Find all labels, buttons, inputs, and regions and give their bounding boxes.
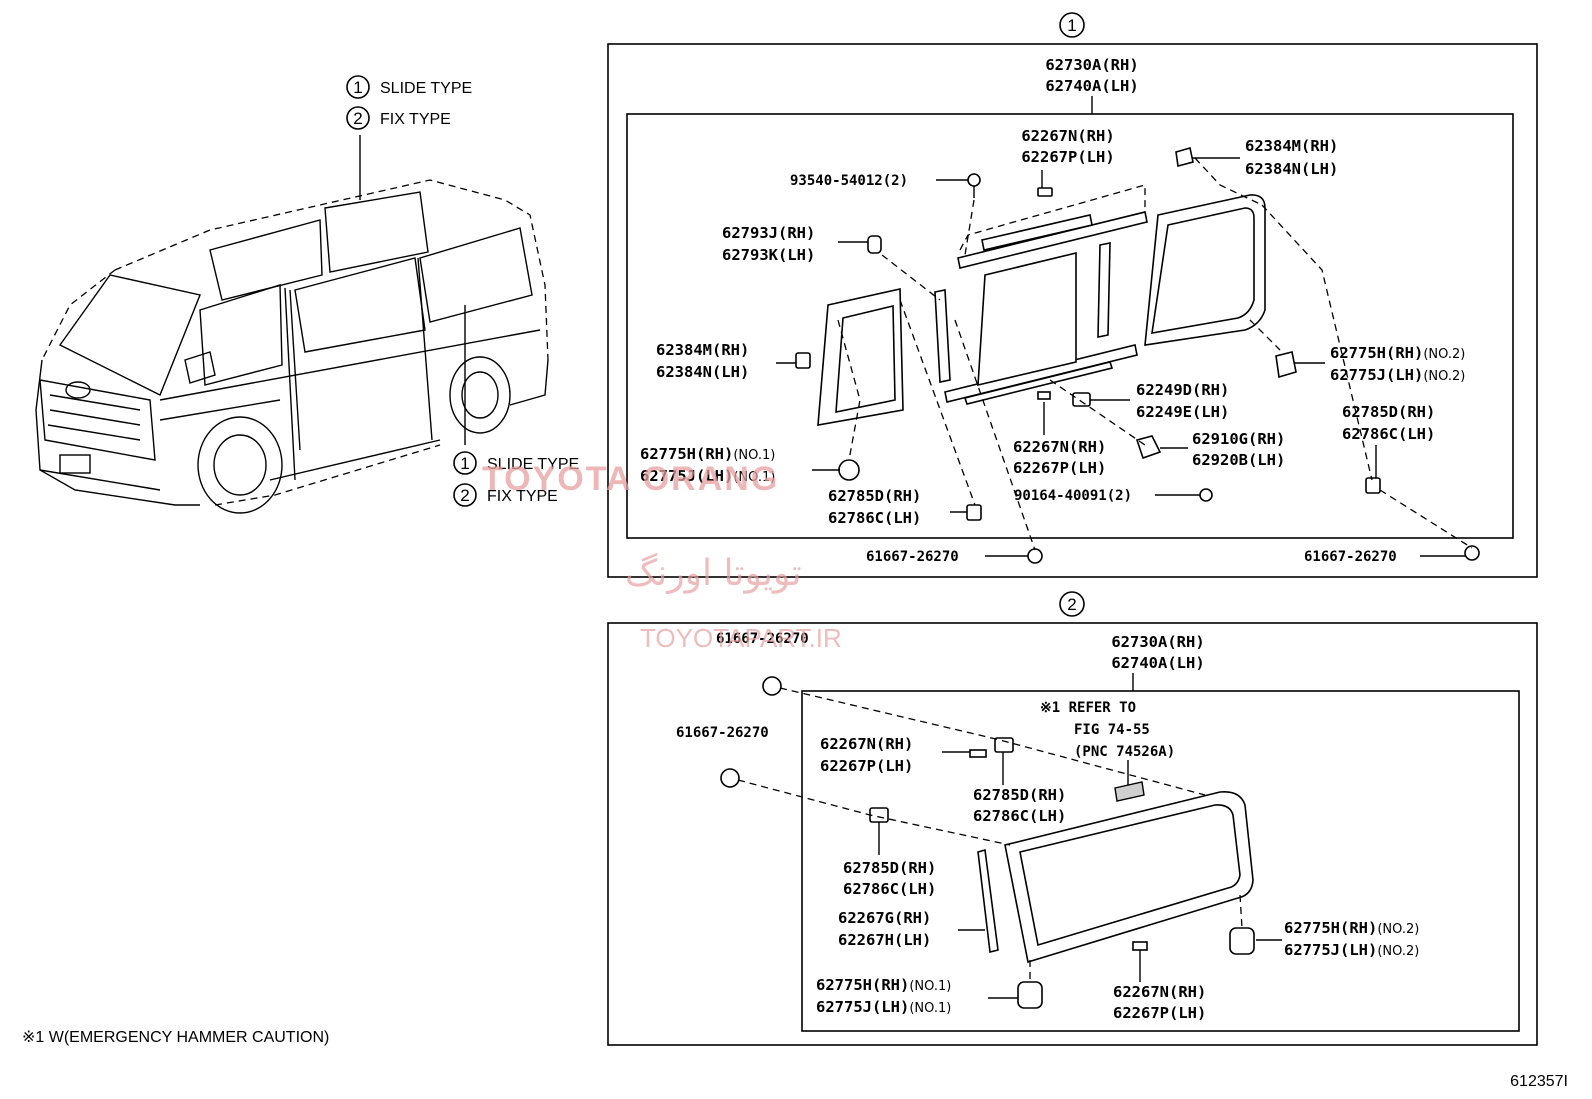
s1-part-62775j-lh-no1: 62775J(LH)(NO.1) xyxy=(640,467,775,485)
footnote: ※1 W(EMERGENCY HAMMER CAUTION) xyxy=(22,1029,329,1046)
section-2-outer-frame xyxy=(607,622,1538,1046)
s2-part-62775j-lh-no2-pn: 62775J(LH) xyxy=(1284,941,1377,959)
section-1-number: 1 xyxy=(1067,16,1076,35)
s2-part-62775j-lh-no1-pn: 62775J(LH) xyxy=(816,998,909,1016)
s2-part-62786c-lh-a: 62786C(LH) xyxy=(973,807,1066,825)
section-1: 1 62730A(RH) 62740A(LH) xyxy=(607,12,1538,578)
s2-part-62775h-rh-no1-note: (NO.1) xyxy=(909,979,951,994)
s2-part-62785d-rh-b: 62785D(RH) xyxy=(843,859,936,877)
van-fix-label: FIX TYPE xyxy=(487,488,558,505)
s1-part-62785d-rh-right: 62785D(RH) xyxy=(1342,403,1435,421)
section-2-inner-frame xyxy=(801,690,1520,1032)
s1-part-62384m-rh: 62384M(RH) xyxy=(656,341,749,359)
legend-slide-label: SLIDE TYPE xyxy=(380,80,472,97)
s1-part-62786c-lh-left: 62786C(LH) xyxy=(828,509,921,527)
legend-fix-label: FIX TYPE xyxy=(380,111,451,128)
s1-part-62786c-lh-right: 62786C(LH) xyxy=(1342,425,1435,443)
legend-fix-number: 2 xyxy=(353,109,362,128)
legend: 1 SLIDE TYPE 2 FIX TYPE xyxy=(346,75,472,130)
s2-part-62267n-rh-top: 62267N(RH) xyxy=(820,735,913,753)
s1-part-93540: 93540-54012(2) xyxy=(790,173,908,189)
watermark-latin: TOYOTA ORANG xyxy=(482,460,779,498)
s2-part-62775j-lh-no1-note: (NO.1) xyxy=(909,1001,951,1016)
s2-part-61667-mid: 61667-26270 xyxy=(676,725,769,741)
s2-part-62775h-rh-no2-note: (NO.2) xyxy=(1377,922,1419,937)
s1-part-62267p-lh: 62267P(LH) xyxy=(1021,148,1114,166)
s2-part-62785d-rh-a: 62785D(RH) xyxy=(973,786,1066,804)
s1-assy-rh: 62730A(RH) xyxy=(1045,56,1138,74)
section-1-outer-frame xyxy=(607,43,1538,578)
s2-part-62267h-lh: 62267H(LH) xyxy=(838,931,931,949)
s1-part-62910g-rh: 62910G(RH) xyxy=(1192,430,1285,448)
s1-part-62384n-lh-top: 62384N(LH) xyxy=(1245,160,1338,178)
s2-part-61667-top: 61667-26270 xyxy=(716,631,809,647)
s2-part-62267g-rh: 62267G(RH) xyxy=(838,909,931,927)
s2-part-62775j-lh-no2: 62775J(LH)(NO.2) xyxy=(1284,941,1419,959)
s1-part-62775j-lh-no2-pn: 62775J(LH) xyxy=(1330,366,1423,384)
figure-id: 612357I xyxy=(1510,1073,1568,1090)
s1-part-62775h-rh-no1: 62775H(RH)(NO.1) xyxy=(640,445,775,463)
s1-part-62384n-lh: 62384N(LH) xyxy=(656,363,749,381)
s1-part-61667-right: 61667-26270 xyxy=(1304,549,1397,565)
s2-part-62267p-lh-top: 62267P(LH) xyxy=(820,757,913,775)
s1-part-62267n-rh: 62267N(RH) xyxy=(1021,127,1114,145)
watermark: TOYOTA ORANG تویوتا اورنگ TOYOTAPART.IR xyxy=(482,460,842,653)
s2-part-62775h-rh-no1-pn: 62775H(RH) xyxy=(816,976,909,994)
s2-assy-rh: 62730A(RH) xyxy=(1111,633,1204,651)
section-2: 2 62730A(RH) 62740A(LH) ※1 REFER TO FIG … xyxy=(607,591,1538,1046)
s1-assy-lh: 62740A(LH) xyxy=(1045,77,1138,95)
watermark-url: TOYOTAPART.IR xyxy=(640,623,842,653)
s2-part-62267n-rh-bottom: 62267N(RH) xyxy=(1113,983,1206,1001)
s1-part-62775h-rh-no2-pn: 62775H(RH) xyxy=(1330,344,1423,362)
s1-part-62920b-lh: 62920B(LH) xyxy=(1192,451,1285,469)
s1-part-62267p-lh-low: 62267P(LH) xyxy=(1013,459,1106,477)
van-illustration xyxy=(35,135,549,514)
s2-part-62775j-lh-no1: 62775J(LH)(NO.1) xyxy=(816,998,951,1016)
s1-part-62775j-lh-no1-pn: 62775J(LH) xyxy=(640,467,733,485)
s2-part-62775h-rh-no2: 62775H(RH)(NO.2) xyxy=(1284,919,1419,937)
van-slide-label: SLIDE TYPE xyxy=(487,456,579,473)
s2-part-62775h-rh-no1: 62775H(RH)(NO.1) xyxy=(816,976,951,994)
s1-part-62775h-rh-no2-note: (NO.2) xyxy=(1423,347,1465,362)
s2-refer-line-2: FIG 74-55 xyxy=(1074,722,1150,738)
s1-part-61667-left: 61667-26270 xyxy=(866,549,959,565)
van-slide-number: 1 xyxy=(460,454,469,473)
s1-part-62785d-rh-left: 62785D(RH) xyxy=(828,487,921,505)
s1-part-62775j-lh-no2: 62775J(LH)(NO.2) xyxy=(1330,366,1465,384)
s1-part-62775h-rh-no2: 62775H(RH)(NO.2) xyxy=(1330,344,1465,362)
s2-part-62775h-rh-no2-pn: 62775H(RH) xyxy=(1284,919,1377,937)
s2-part-62267p-lh-bottom: 62267P(LH) xyxy=(1113,1004,1206,1022)
s1-part-62775j-lh-no1-note: (NO.1) xyxy=(733,470,775,485)
watermark-persian: تویوتا اورنگ xyxy=(625,552,802,594)
s1-part-62793j-rh: 62793J(RH) xyxy=(722,224,815,242)
s1-part-62775h-rh-no1-pn: 62775H(RH) xyxy=(640,445,733,463)
s2-part-62786c-lh-b: 62786C(LH) xyxy=(843,880,936,898)
legend-slide-number: 1 xyxy=(353,78,362,97)
s1-part-90164: 90164-40091(2) xyxy=(1014,488,1132,504)
s1-part-62249e-lh: 62249E(LH) xyxy=(1136,403,1229,421)
s1-part-62249d-rh: 62249D(RH) xyxy=(1136,381,1229,399)
s2-assy-lh: 62740A(LH) xyxy=(1111,654,1204,672)
s2-refer-line-3: (PNC 74526A) xyxy=(1074,744,1175,760)
van-type-labels: 1 SLIDE TYPE 2 FIX TYPE xyxy=(453,451,579,507)
s2-refer-line-1: ※1 REFER TO xyxy=(1040,700,1136,716)
s1-part-62384m-rh-top: 62384M(RH) xyxy=(1245,137,1338,155)
s1-part-62793k-lh: 62793K(LH) xyxy=(722,246,815,264)
s2-part-62775j-lh-no2-note: (NO.2) xyxy=(1377,944,1419,959)
section-1-inner-frame xyxy=(626,113,1514,539)
s1-part-62775h-rh-no1-note: (NO.1) xyxy=(733,448,775,463)
s1-part-62775j-lh-no2-note: (NO.2) xyxy=(1423,369,1465,384)
van-fix-number: 2 xyxy=(460,486,469,505)
s1-part-62267n-rh-low: 62267N(RH) xyxy=(1013,438,1106,456)
section-2-number: 2 xyxy=(1067,595,1076,614)
